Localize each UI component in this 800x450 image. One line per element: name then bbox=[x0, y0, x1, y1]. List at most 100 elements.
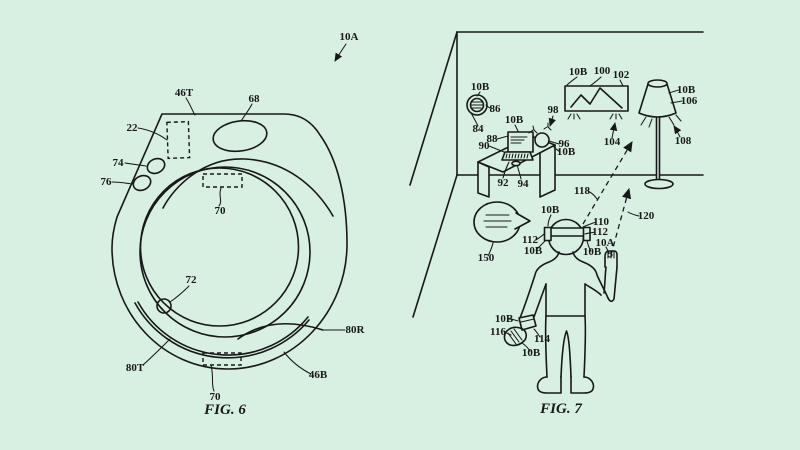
fig7-caption: FIG. 7 bbox=[539, 401, 582, 417]
lamp-pole bbox=[655, 113, 661, 181]
person-right-foot bbox=[570, 375, 595, 394]
ref-label-90: 90 bbox=[479, 140, 491, 152]
ref-label-102: 102 bbox=[613, 69, 630, 81]
desk-left-leg bbox=[477, 161, 490, 198]
gaze-gesture-arrows bbox=[582, 140, 633, 256]
wrist-device-band bbox=[518, 314, 537, 331]
person-right-leg bbox=[583, 315, 587, 378]
left-fist bbox=[503, 326, 528, 347]
ref-label-92: 92 bbox=[498, 177, 510, 189]
ref-label-106: 106 bbox=[681, 95, 698, 107]
fig6-leader-lines bbox=[111, 43, 347, 392]
ref-label-112: 112 bbox=[592, 226, 608, 238]
lamp-base bbox=[644, 178, 674, 190]
person-head bbox=[547, 218, 585, 256]
room-scene-drawing: 10B868410B88909294989610B10B10010210410B… bbox=[409, 31, 704, 417]
person-left-shoulder-arm bbox=[519, 251, 560, 319]
ref-label-68: 68 bbox=[249, 93, 261, 105]
ref-label-10B: 10B bbox=[557, 146, 576, 158]
ref-label-10B: 10B bbox=[524, 245, 543, 257]
ref-label-118: 118 bbox=[574, 185, 590, 197]
ref-label-114: 114 bbox=[534, 333, 550, 345]
person-left-foot bbox=[536, 375, 562, 394]
person-right-shoulder-arm bbox=[572, 251, 609, 299]
ref-label-10B: 10B bbox=[522, 347, 541, 359]
ring-band-top-edge bbox=[162, 158, 334, 217]
desk-right-leg bbox=[539, 144, 556, 198]
room-walls bbox=[409, 31, 704, 318]
lamp-shade-top bbox=[647, 79, 668, 88]
ref-label-10B: 10B bbox=[583, 246, 602, 258]
ring-sensor-region-22 bbox=[166, 120, 191, 160]
ring-sensor-region-70-bottom bbox=[202, 352, 242, 366]
sphere-sparkle-rays bbox=[528, 122, 552, 134]
ref-label-104: 104 bbox=[604, 136, 621, 148]
ref-label-80R: 80R bbox=[346, 324, 366, 336]
ref-label-10B: 10B bbox=[471, 81, 490, 93]
ring-port-76 bbox=[132, 174, 152, 192]
ref-label-116: 116 bbox=[490, 326, 506, 338]
ref-label-10B: 10B bbox=[541, 204, 560, 216]
ref-label-88: 88 bbox=[487, 133, 499, 145]
mountain-artwork bbox=[570, 87, 623, 109]
speech-bubble bbox=[473, 201, 531, 243]
ref-label-86: 86 bbox=[490, 103, 502, 115]
ref-label-100: 100 bbox=[594, 65, 611, 77]
lamp-shade bbox=[638, 83, 677, 118]
picture-frame bbox=[564, 85, 629, 120]
ring-sensor-72 bbox=[156, 298, 172, 314]
ref-label-120: 120 bbox=[638, 210, 655, 222]
ring-80R-arc bbox=[237, 322, 324, 340]
device-10A-arrow bbox=[334, 43, 347, 62]
ref-label-80T: 80T bbox=[126, 362, 145, 374]
desk-sphere-device bbox=[534, 132, 550, 148]
ring-port-74 bbox=[146, 157, 166, 175]
ref-label-150: 150 bbox=[478, 252, 495, 264]
ref-label-10B: 10B bbox=[677, 84, 696, 96]
ring-inner-opening-front bbox=[139, 166, 311, 338]
ref-label-96: 96 bbox=[559, 138, 571, 150]
ring-inner-surface-sweep-2 bbox=[134, 302, 310, 359]
lamp-light-rays bbox=[640, 114, 682, 128]
ring-inner-opening-back bbox=[139, 167, 300, 327]
ref-label-112: 112 bbox=[522, 234, 538, 246]
frame-emission-rays bbox=[567, 113, 623, 120]
ref-label-76: 76 bbox=[101, 176, 113, 188]
desk bbox=[477, 122, 556, 198]
headset-left-earpiece bbox=[543, 226, 552, 242]
ref-label-98: 98 bbox=[548, 104, 560, 116]
speech-text-lines bbox=[483, 214, 512, 228]
gesture-arrow-120 bbox=[610, 187, 632, 256]
ref-label-22: 22 bbox=[127, 122, 139, 134]
fig6-caption: FIG. 6 bbox=[203, 402, 246, 418]
wall-clock bbox=[466, 94, 488, 116]
ref-label-94: 94 bbox=[518, 178, 530, 190]
ref-label-70: 70 bbox=[215, 205, 227, 217]
ref-label-46B: 46B bbox=[309, 369, 328, 381]
ref-label-10B: 10B bbox=[569, 66, 588, 78]
ring-inner-surface-sweep-1 bbox=[137, 301, 309, 356]
finger-ring-device bbox=[607, 252, 613, 258]
ref-label-110: 110 bbox=[593, 216, 609, 228]
person-left-leg bbox=[544, 315, 548, 378]
left-hand-with-watch bbox=[503, 314, 537, 347]
headset-band bbox=[547, 227, 585, 237]
ref-label-70: 70 bbox=[210, 391, 222, 403]
ref-label-84: 84 bbox=[473, 123, 485, 135]
ring-outer-housing bbox=[111, 113, 348, 370]
ring-button-68 bbox=[212, 119, 268, 153]
floor-lamp bbox=[638, 79, 682, 190]
laptop-trackpad bbox=[511, 160, 521, 167]
laptop bbox=[501, 131, 534, 167]
ref-label-72: 72 bbox=[186, 274, 198, 286]
ref-label-10B: 10B bbox=[505, 114, 524, 126]
ref-label-74: 74 bbox=[113, 157, 125, 169]
ref-label-46T: 46T bbox=[175, 87, 194, 99]
ref-label-10A: 10A bbox=[596, 237, 615, 249]
ref-label-10A: 10A bbox=[340, 31, 359, 43]
